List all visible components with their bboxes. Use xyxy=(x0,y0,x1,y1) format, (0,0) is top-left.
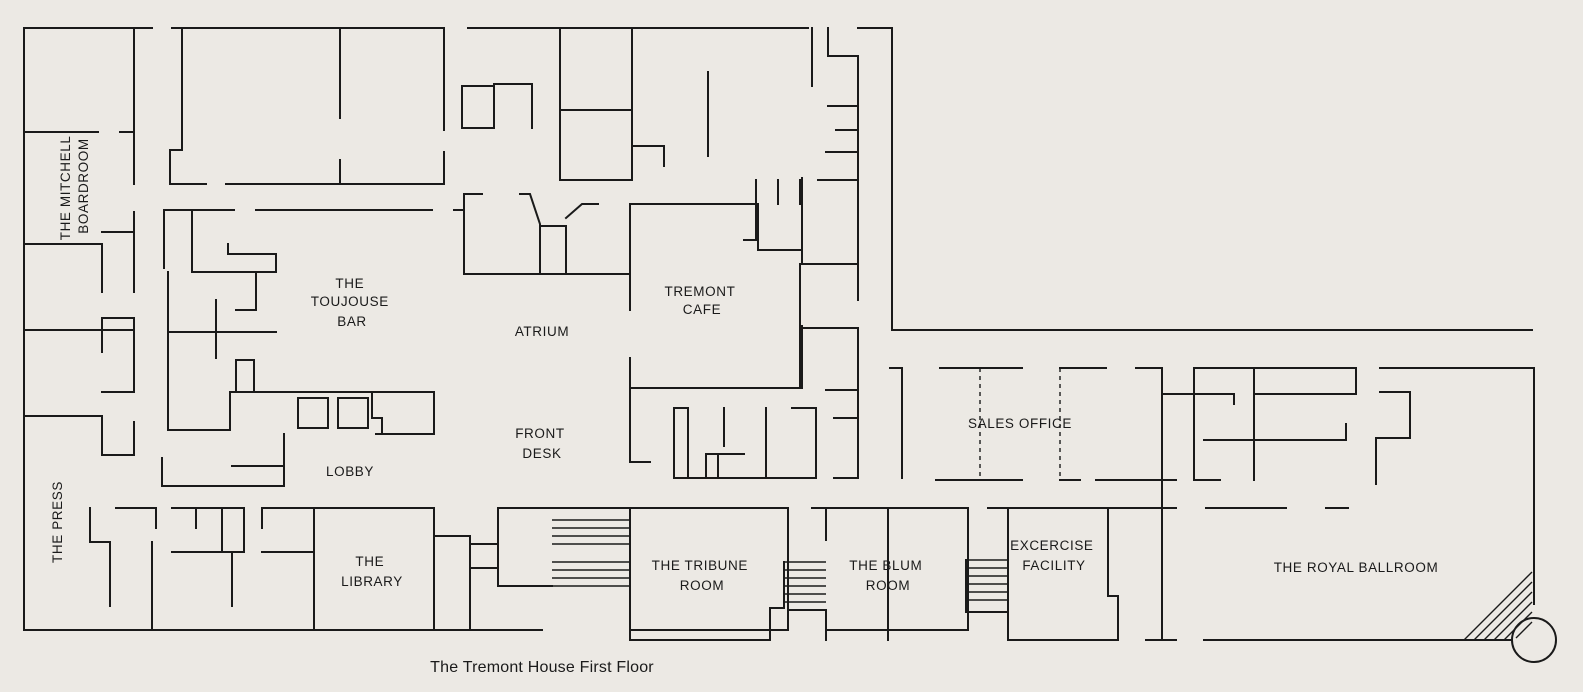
floor-plan-caption: The Tremont House First Floor xyxy=(430,659,654,676)
room-label-toujouse-bar: THE TOUJOUSE BAR xyxy=(311,276,393,329)
walls xyxy=(23,27,1557,663)
room-label-exercise-facility: EXCERCISE FACILITY xyxy=(1010,538,1098,573)
room-label-royal-ballroom: THE ROYAL BALLROOM xyxy=(1274,560,1439,575)
room-label-lobby: LOBBY xyxy=(326,464,374,479)
room-label-tremont-cafe: TREMONT CAFE xyxy=(664,284,739,317)
room-label-front-desk: FRONT DESK xyxy=(515,426,569,461)
room-label-atrium: ATRIUM xyxy=(515,324,569,339)
room-label-library: THE LIBRARY xyxy=(341,554,403,589)
room-labels: THE MITCHELL BOARDROOM THE TOUJOUSE BAR … xyxy=(50,132,1439,593)
room-label-tribune-room: THE TRIBUNE ROOM xyxy=(652,558,753,593)
room-label-blum-room: THE BLUM ROOM xyxy=(849,558,926,593)
room-label-sales-office: SALES OFFICE xyxy=(968,416,1072,431)
room-label-mitchell-boardroom: THE MITCHELL BOARDROOM xyxy=(58,132,91,241)
room-label-press: THE PRESS xyxy=(50,481,65,563)
